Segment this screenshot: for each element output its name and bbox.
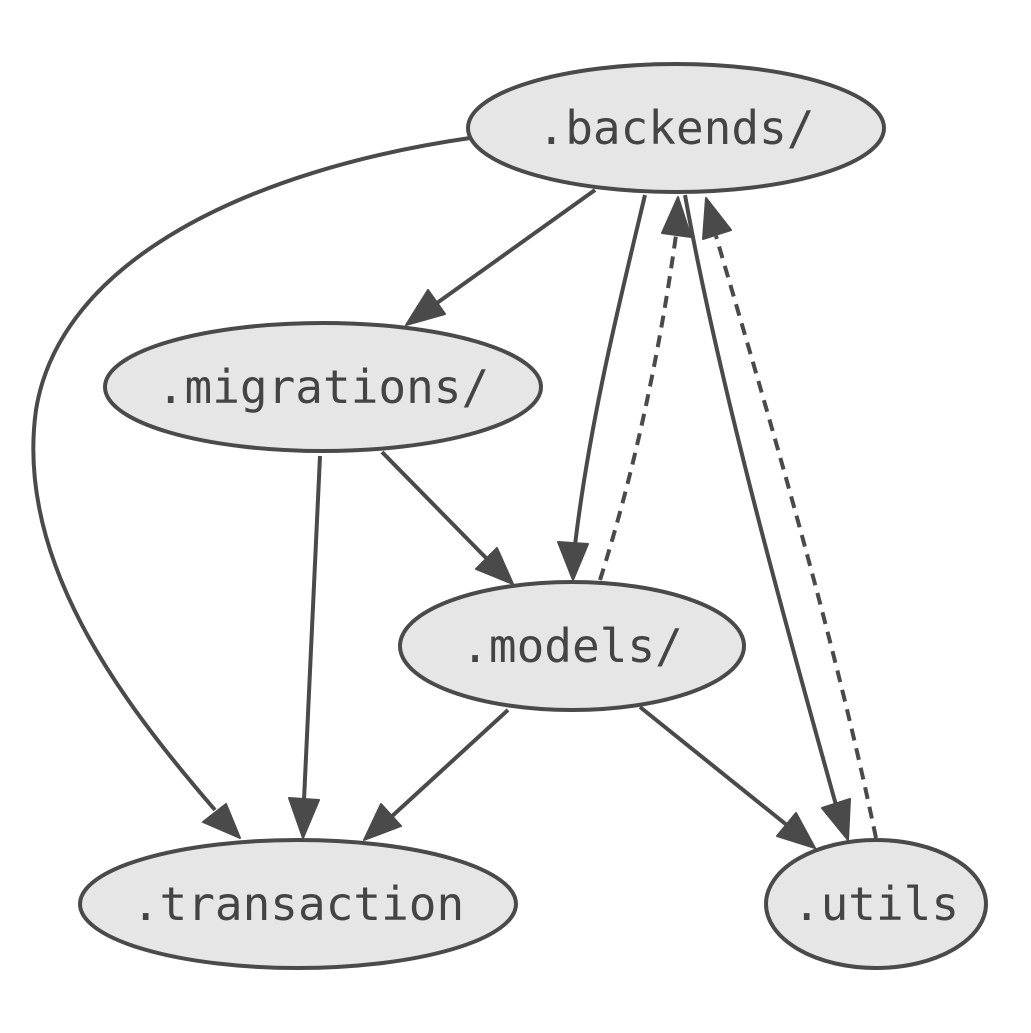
- node-label: .transaction: [132, 877, 464, 931]
- edge-utils-to-backends: [702, 197, 878, 839]
- edge-models-to-backends: [598, 196, 692, 581]
- edge-migrations-to-models: [380, 450, 514, 585]
- edge-models-to-transaction: [363, 708, 510, 841]
- arrow-head: [202, 803, 241, 839]
- edge-migrations-to-transaction: [288, 455, 322, 839]
- node-shape: [398, 580, 746, 712]
- node-utils[interactable]: .utils: [764, 838, 988, 970]
- edge-backends-to-utils: [683, 194, 851, 841]
- node-migrations[interactable]: .migrations/: [103, 321, 543, 453]
- edge-backends-to-transaction: [31, 136, 471, 839]
- node-shape: [78, 838, 518, 970]
- edges: [31, 136, 878, 849]
- arrow-head: [405, 289, 446, 326]
- node-shape: [764, 838, 988, 970]
- node-label: .utils: [793, 877, 959, 931]
- edge-models-to-utils: [638, 705, 816, 849]
- node-backends[interactable]: .backends/: [466, 62, 886, 194]
- arrow-head: [288, 797, 320, 839]
- arrow-head: [776, 812, 816, 849]
- node-shape: [466, 62, 886, 194]
- arrow-head: [702, 197, 732, 240]
- arrow-head: [821, 798, 851, 841]
- arrow-head: [557, 541, 589, 581]
- arrow-head: [475, 547, 514, 585]
- node-transaction[interactable]: .transaction: [78, 838, 518, 970]
- node-models[interactable]: .models/: [398, 580, 746, 712]
- node-label: .models/: [461, 619, 683, 673]
- node-label: .migrations/: [157, 360, 489, 414]
- node-label: .backends/: [538, 101, 815, 155]
- arrow-head: [661, 196, 692, 238]
- node-shape: [103, 321, 543, 453]
- arrow-head: [363, 803, 402, 841]
- edge-backends-to-migrations: [405, 188, 597, 326]
- edge-backends-to-models: [557, 194, 647, 581]
